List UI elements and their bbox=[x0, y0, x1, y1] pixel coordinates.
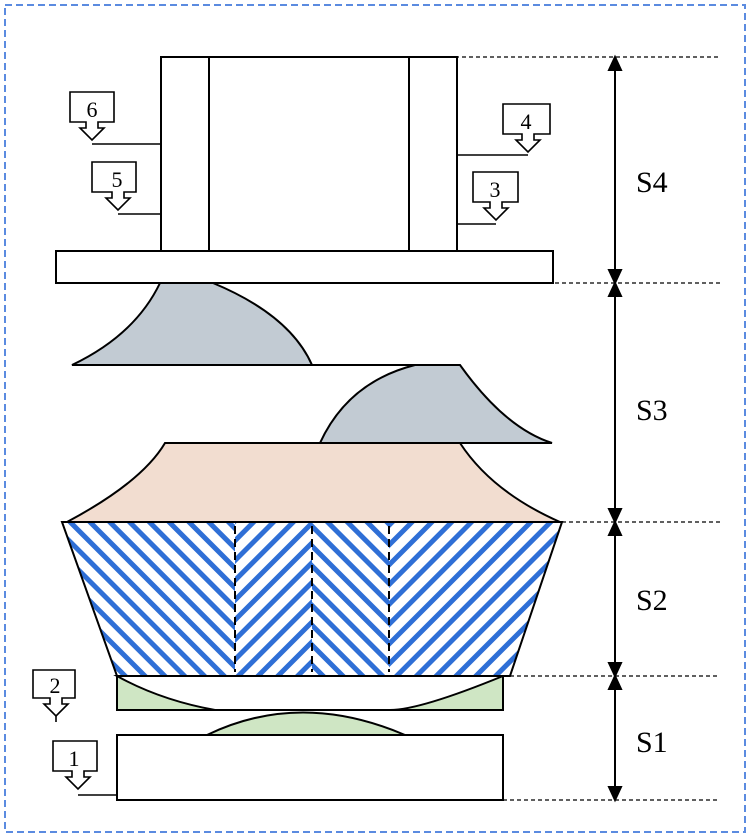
marker-4-arrow-icon bbox=[502, 103, 551, 154]
outer-frame bbox=[4, 4, 746, 833]
marker-1: 1 bbox=[52, 740, 117, 796]
green-plate-cutout bbox=[113, 675, 504, 711]
marker-5-label: 5 bbox=[112, 167, 123, 192]
top-plate bbox=[55, 250, 554, 284]
dimension-arrows bbox=[607, 54, 623, 803]
hatched-block-outline bbox=[60, 521, 564, 677]
arrow-s4-bottom-head bbox=[607, 269, 623, 286]
right-post bbox=[408, 56, 458, 252]
green-lens bbox=[206, 711, 406, 736]
marker-6: 6 bbox=[69, 91, 161, 145]
s4-structure bbox=[55, 56, 554, 284]
hatch-center-left-zone bbox=[235, 522, 312, 676]
grey-wedge-upper bbox=[71, 282, 314, 366]
marker-6-label: 6 bbox=[87, 97, 98, 122]
grey-wedge-lower bbox=[318, 364, 553, 444]
arrow-s4-top-head bbox=[607, 54, 623, 71]
arrow-s1-top-head bbox=[607, 673, 623, 690]
arrow-s3-top-head bbox=[607, 280, 623, 297]
hatch-dividers bbox=[234, 526, 390, 672]
marker-1-label: 1 bbox=[69, 746, 80, 771]
marker-5: 5 bbox=[91, 161, 161, 215]
arrow-s1-bottom-head bbox=[607, 786, 623, 803]
section-label-s4: S4 bbox=[636, 166, 668, 199]
hatch-left-zone bbox=[62, 522, 235, 676]
section-label-s2: S2 bbox=[636, 584, 668, 617]
marker-3-arrow-icon bbox=[472, 171, 519, 222]
marker-4: 4 bbox=[457, 103, 551, 156]
marker-6-arrow-icon bbox=[69, 91, 115, 142]
marker-3: 3 bbox=[457, 171, 519, 225]
marker-1-arrow-icon bbox=[52, 740, 98, 791]
arrow-s2-bottom-head bbox=[607, 662, 623, 679]
arrow-s2-top-head bbox=[607, 519, 623, 536]
hatch-center-right-zone bbox=[312, 522, 389, 676]
marker-2-label: 2 bbox=[50, 673, 61, 698]
arrow-s3-bottom-head bbox=[607, 508, 623, 525]
section-label-s1: S1 bbox=[636, 726, 668, 759]
marker-5-arrow-icon bbox=[91, 161, 137, 212]
peach-block bbox=[66, 442, 561, 523]
base-plate bbox=[116, 734, 504, 801]
marker-4-label: 4 bbox=[521, 109, 532, 134]
left-post bbox=[160, 56, 210, 252]
marker-3-label: 3 bbox=[490, 177, 501, 202]
section-label-s3: S3 bbox=[636, 394, 668, 427]
marker-2: 2 bbox=[32, 669, 76, 722]
hatch-right-zone bbox=[389, 522, 562, 676]
marker-2-arrow-icon bbox=[32, 669, 76, 718]
